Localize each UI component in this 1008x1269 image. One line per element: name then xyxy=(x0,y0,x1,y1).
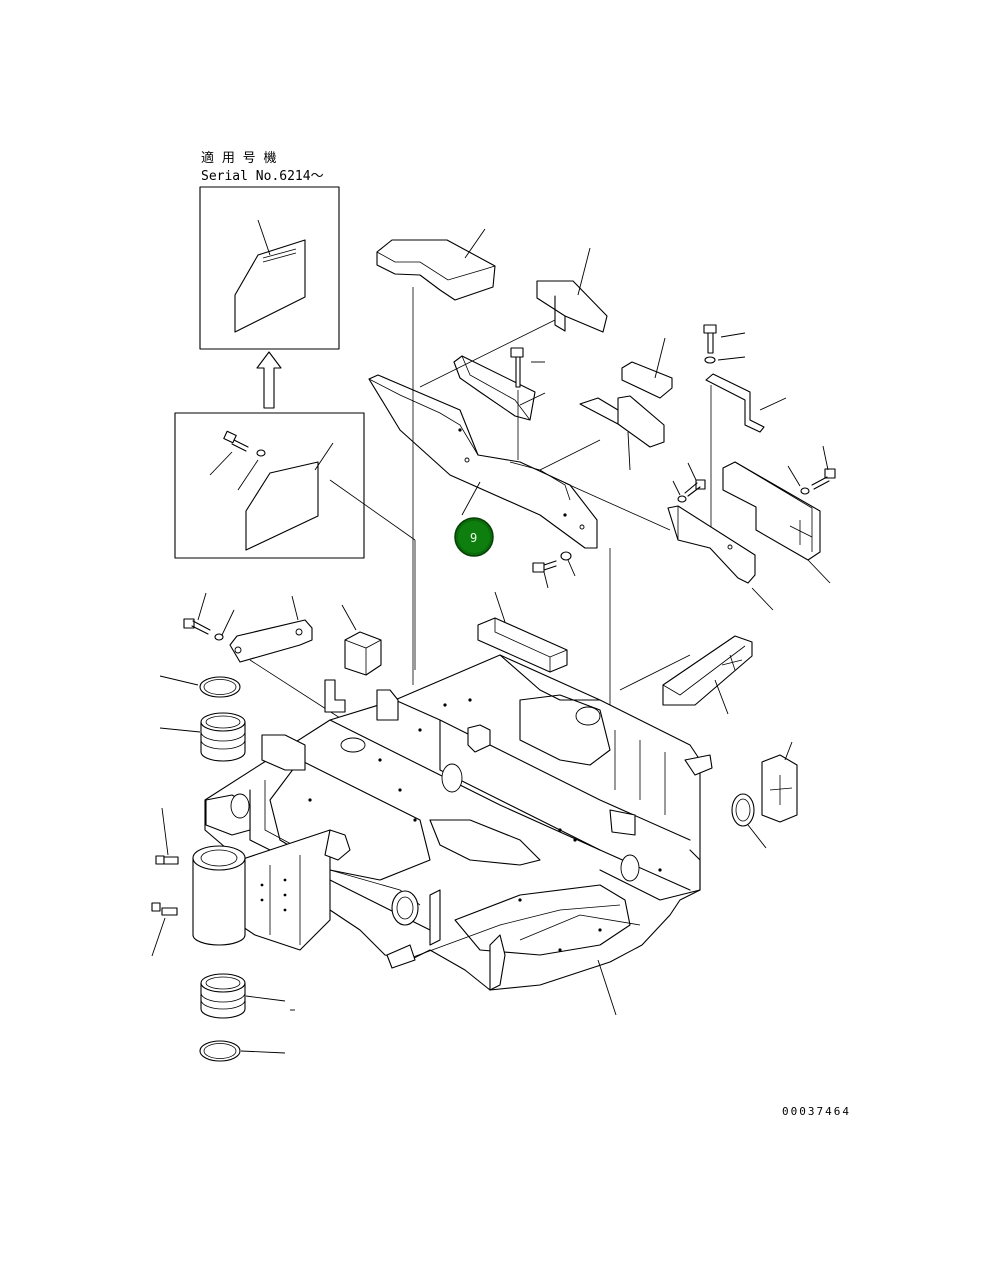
washer-icon xyxy=(677,495,687,503)
washer-icon xyxy=(704,356,716,364)
grease-fitting-icon xyxy=(155,855,179,865)
callout-9[interactable]: 9 xyxy=(454,517,494,557)
boss-cylinder xyxy=(192,845,246,946)
main-frame xyxy=(192,654,713,991)
upper-cover-assembly: 9 xyxy=(368,228,673,589)
applicable-serial-label: 適 用 号 機 xyxy=(201,150,276,166)
bolt-icon xyxy=(223,430,249,452)
right-bracket-assembly xyxy=(667,324,836,611)
arrow-up-icon xyxy=(256,351,282,409)
bolt-icon xyxy=(811,468,836,490)
bolt-icon xyxy=(510,347,524,388)
middle-pads xyxy=(477,591,798,849)
washer-icon xyxy=(560,551,572,561)
assembly-lines xyxy=(249,287,691,830)
bushing-icon xyxy=(200,712,246,762)
callout-number: 9 xyxy=(470,531,477,545)
washer-icon xyxy=(214,633,224,641)
o-ring-icon xyxy=(199,676,241,698)
washer-icon xyxy=(256,449,266,457)
grease-fitting-icon xyxy=(151,902,178,916)
bolt-icon xyxy=(684,479,706,497)
bushing-icon xyxy=(200,973,246,1019)
detail-inset-middle xyxy=(174,412,365,559)
drawing-number: 00037464 xyxy=(782,1105,851,1118)
bolt-icon xyxy=(703,324,717,354)
grommet-icon xyxy=(731,793,755,827)
bolt-icon xyxy=(532,560,557,573)
serial-number-label: Serial No.6214～ xyxy=(201,169,324,184)
left-parts xyxy=(151,592,382,1062)
washer-icon xyxy=(800,487,810,495)
bolt-icon xyxy=(183,618,211,635)
detail-inset-top xyxy=(199,186,340,350)
o-ring-icon xyxy=(199,1040,241,1062)
